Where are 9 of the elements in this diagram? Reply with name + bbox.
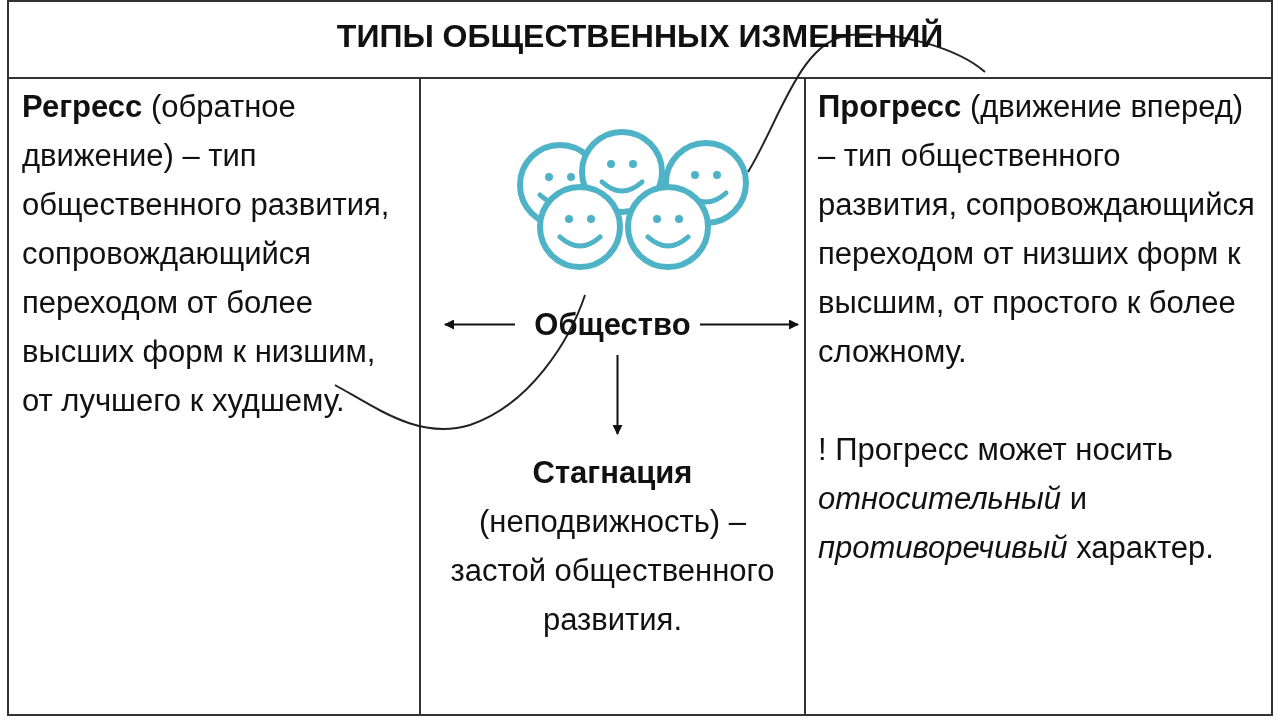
arrow: [444, 319, 516, 330]
arrow: [699, 319, 799, 330]
paragraph: (неподвижность) – застой общественного развития.: [449, 503, 776, 639]
paragraph: ! Прогресс может носить относительный и противоречивый характер.: [818, 431, 1215, 567]
paragraph: Прогресс (движение вперед) – тип общественного развития, сопровождающийся переходом от низших форм к высшим, от простого к более сложному.: [818, 88, 1256, 371]
paragraph: Регресс (обратное движение) – тип общественного развития, сопровождающийся переходом от более высших форм к низшим, от лучшего к худшему.: [22, 88, 391, 420]
arrow: [612, 354, 623, 435]
table-title: ТИПЫ ОБЩЕСТВЕННЫХ ИЗМЕНЕНИЙ: [336, 18, 944, 54]
heading: Стагнация: [531, 454, 694, 492]
